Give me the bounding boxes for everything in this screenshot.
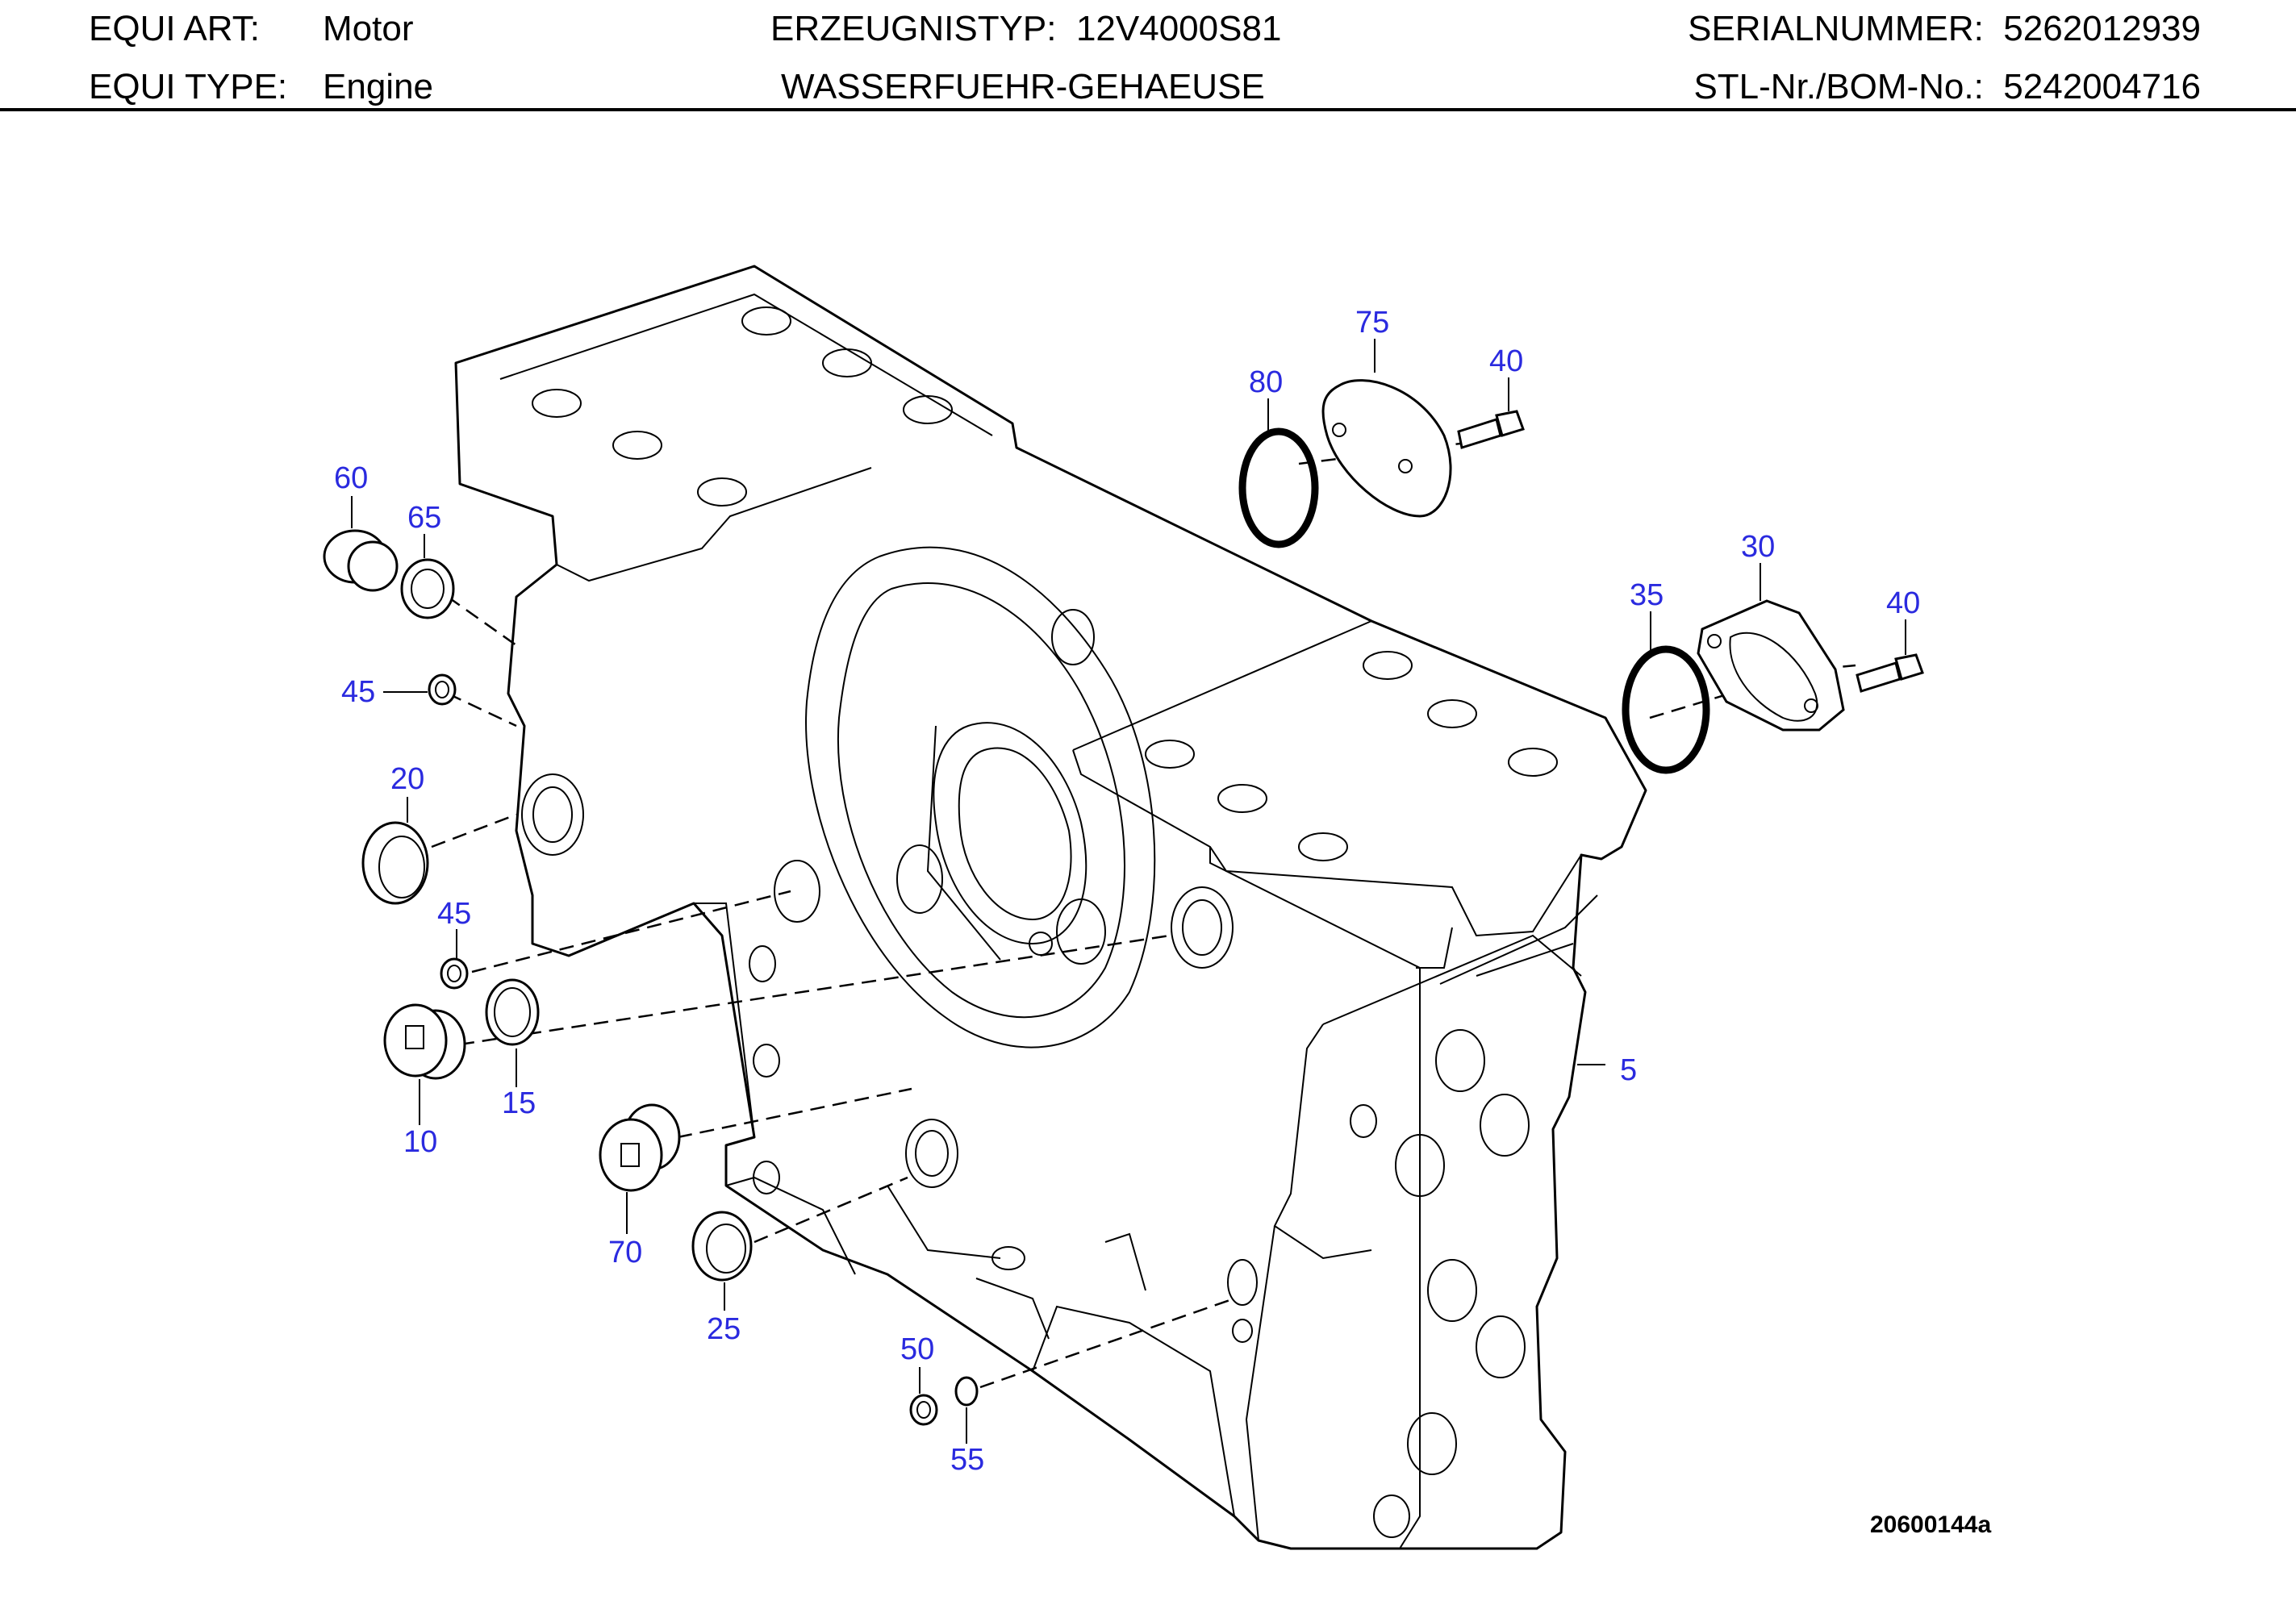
callout-75: 75 xyxy=(1355,306,1389,340)
water-housing-outline xyxy=(454,265,1647,1550)
part-callouts: 5 10 15 20 25 30 35 40 40 45 45 50 55 60… xyxy=(334,306,1920,1477)
callout-45-lower: 45 xyxy=(437,897,471,931)
header-divider xyxy=(0,108,2296,111)
callout-50: 50 xyxy=(900,1332,934,1366)
part-40-screw-top xyxy=(1457,410,1525,449)
serial-value: 5262012939 xyxy=(2003,9,2201,48)
callout-30: 30 xyxy=(1741,530,1775,564)
callout-5: 5 xyxy=(1620,1053,1637,1087)
callout-ticks xyxy=(351,339,1906,1444)
main-bore-opening xyxy=(805,546,1156,1048)
callout-35: 35 xyxy=(1630,578,1664,612)
part-60-plug xyxy=(323,529,399,592)
callout-20: 20 xyxy=(390,762,424,796)
part-80-o-ring xyxy=(1238,427,1319,548)
product-type-row: ERZEUGNISTYP: 12V4000S81 xyxy=(770,11,1281,47)
part-45-screw-plug-lower xyxy=(440,957,469,990)
top-port-holes xyxy=(532,306,1558,861)
callout-40-right: 40 xyxy=(1886,586,1920,620)
side-plate-holes xyxy=(1350,1029,1530,1538)
part-20-sleeve xyxy=(361,821,429,905)
part-25-sleeve xyxy=(691,1211,753,1282)
equi-art-value: Motor xyxy=(323,9,414,48)
product-type-value: 12V4000S81 xyxy=(1075,9,1282,48)
part-35-o-ring xyxy=(1622,645,1710,774)
callout-65: 65 xyxy=(407,501,441,535)
part-10-plug xyxy=(383,1003,466,1080)
part-65-seal-ring xyxy=(400,558,455,619)
equi-type-row: EQUI TYPE: Engine xyxy=(89,69,433,105)
callout-15: 15 xyxy=(502,1086,536,1120)
callout-10: 10 xyxy=(403,1125,437,1159)
callout-70: 70 xyxy=(608,1236,642,1269)
callout-25: 25 xyxy=(707,1312,741,1346)
callout-80: 80 xyxy=(1249,365,1283,399)
part-40-screw-right xyxy=(1856,653,1924,693)
bom-row: STL-Nr./BOM-No.: 5242004716 xyxy=(1693,69,2201,105)
part-30-cover xyxy=(1697,599,1845,732)
side-threaded-ports xyxy=(521,609,1258,1343)
part-75-cover xyxy=(1321,379,1452,518)
assembly-name: WASSERFUEHR-GEHAEUSE xyxy=(781,67,1265,106)
callout-40-top: 40 xyxy=(1489,344,1523,378)
product-type-label: ERZEUGNISTYP: xyxy=(770,9,1057,48)
callout-55: 55 xyxy=(950,1443,984,1477)
callout-45-upper: 45 xyxy=(341,675,375,709)
serial-row: SERIALNUMMER: 5262012939 xyxy=(1688,11,2201,47)
part-70-plug xyxy=(599,1103,681,1192)
part-45-screw-plug-top xyxy=(428,673,457,706)
part-15-seal-ring xyxy=(485,978,540,1046)
callout-60: 60 xyxy=(334,461,368,495)
figure-id: 20600144a xyxy=(1870,1511,1991,1538)
equi-type-value: Engine xyxy=(323,67,434,106)
serial-label: SERIALNUMMER: xyxy=(1688,9,1984,48)
equi-art-row: EQUI ART: Motor xyxy=(89,11,413,47)
bom-value: 5242004716 xyxy=(2003,67,2201,106)
equi-type-label: EQUI TYPE: xyxy=(89,67,288,106)
bom-label: STL-Nr./BOM-No.: xyxy=(1693,67,1984,106)
equi-art-label: EQUI ART: xyxy=(89,9,260,48)
part-55-seal-ring xyxy=(954,1376,979,1407)
part-50-screw-plug xyxy=(909,1394,938,1426)
